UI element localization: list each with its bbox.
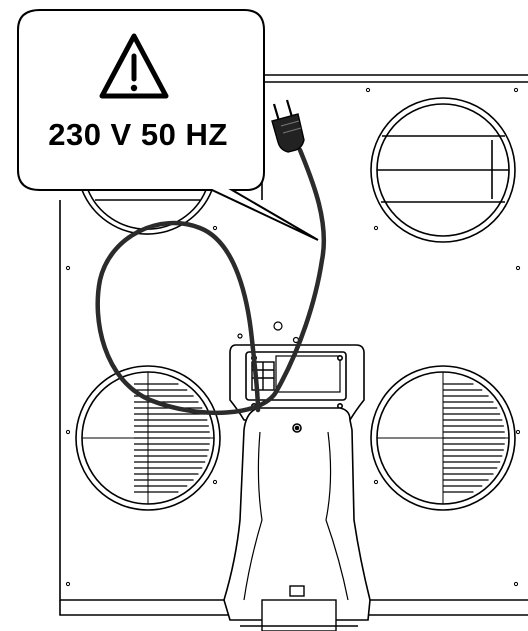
grille-bottom-left (134, 383, 210, 493)
duct-port-top-right (370, 97, 516, 243)
voltage-label: 230 V 50 HZ (48, 117, 228, 152)
mount-points (237, 321, 300, 344)
warning-triangle-icon (99, 33, 169, 99)
callout-bubble (17, 9, 319, 241)
power-cable (95, 147, 327, 416)
cover-base (240, 585, 358, 631)
power-plug (271, 99, 305, 153)
housing-screws (65, 87, 521, 587)
front-cover (223, 407, 371, 621)
grille-bottom-right (443, 383, 505, 493)
